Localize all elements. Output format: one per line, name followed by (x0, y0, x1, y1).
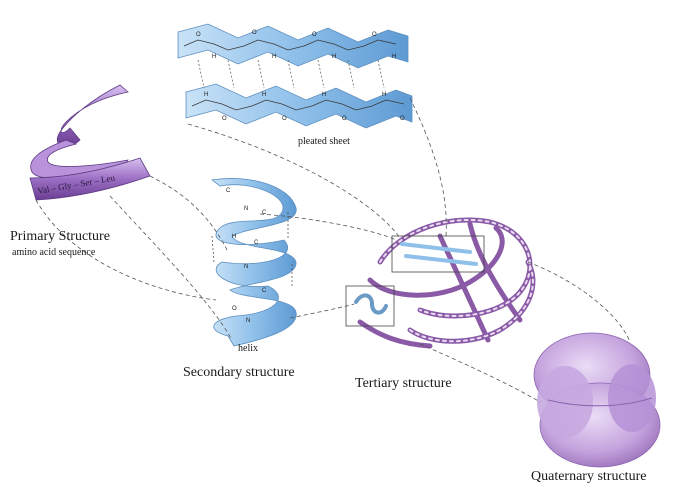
svg-text:C: C (254, 240, 259, 246)
svg-text:C: C (262, 210, 267, 216)
primary-structure-ribbon: Val – Gly – Ser – Leu (29, 84, 151, 201)
pleated-sheet-strand-lower: H H H H O O O O (185, 83, 413, 129)
svg-text:O: O (342, 116, 347, 122)
svg-text:H: H (212, 54, 216, 60)
helix-label: helix (238, 343, 258, 354)
pleated-sheet-graphic: O O O O H H H H H H H H O O O O (177, 23, 413, 129)
svg-text:H: H (272, 54, 276, 60)
svg-text:H: H (382, 92, 386, 98)
svg-text:H: H (392, 54, 396, 60)
quaternary-structure-graphic (533, 332, 661, 468)
svg-text:N: N (244, 264, 248, 270)
svg-text:O: O (312, 32, 317, 38)
svg-text:C: C (262, 288, 267, 294)
svg-text:H: H (262, 92, 266, 98)
svg-text:H: H (322, 92, 326, 98)
tertiary-structure-label: Tertiary structure (355, 376, 452, 391)
helix-graphic: C N C H C N C O N (211, 178, 297, 347)
quaternary-structure-label: Quaternary structure (531, 469, 647, 484)
pleated-sheet-label: pleated sheet (298, 136, 350, 147)
hydrogen-bonds-sheet (197, 59, 385, 89)
svg-text:O: O (252, 30, 257, 36)
svg-text:N: N (246, 318, 250, 324)
svg-text:O: O (196, 32, 201, 38)
svg-text:O: O (400, 116, 405, 122)
svg-text:O: O (232, 306, 237, 312)
svg-text:O: O (222, 116, 227, 122)
primary-structure-subtitle: amino acid sequence (12, 247, 96, 258)
tertiary-structure-graphic (345, 217, 536, 349)
secondary-structure-label: Secondary structure (183, 365, 295, 380)
svg-text:H: H (204, 92, 208, 98)
svg-text:N: N (244, 206, 248, 212)
connector-lines (35, 97, 631, 403)
primary-structure-title: Primary Structure (10, 229, 110, 244)
svg-text:C: C (226, 188, 231, 194)
svg-text:O: O (282, 116, 287, 122)
svg-text:O: O (372, 32, 377, 38)
svg-text:H: H (232, 234, 236, 240)
svg-text:H: H (332, 54, 336, 60)
pleated-sheet-strand-upper: O O O O H H H H (177, 23, 409, 69)
